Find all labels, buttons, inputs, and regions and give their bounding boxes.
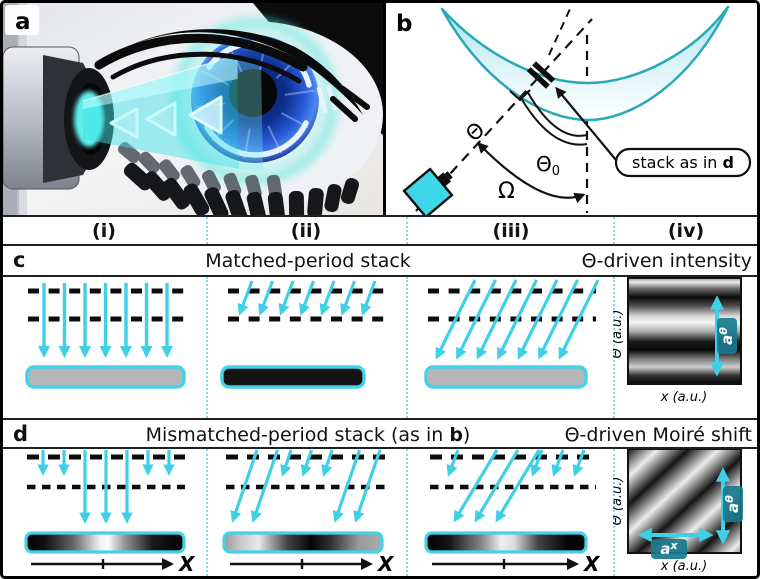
cell-d-iii: X (424, 449, 601, 576)
x-axis-label: X (582, 552, 601, 576)
x-axis (230, 558, 373, 570)
illumination-arrows (37, 450, 175, 524)
refracted-ray-dashed (548, 8, 571, 56)
grating-stack (228, 288, 384, 322)
row-c-label: c (13, 248, 26, 272)
x-axis-label: X (376, 552, 395, 576)
lower-lashes (123, 162, 360, 225)
illumination-arrows (37, 283, 174, 359)
cell-d-i: X (24, 450, 196, 576)
column-header-iv: (iv) (667, 220, 705, 242)
cell-d-iv: ax aθ Θ (a.u.) x (a.u.) (613, 449, 743, 574)
column-separator (613, 277, 615, 418)
column-separator (206, 449, 208, 576)
grating-stack (28, 288, 184, 322)
callout-text: stack as in d (632, 153, 734, 172)
panel-a: a (2, 3, 383, 225)
pupil (229, 69, 277, 117)
eye-render: a (2, 3, 383, 225)
column-separator (613, 217, 615, 244)
x-axis (31, 558, 174, 570)
illumination-arrows (237, 280, 377, 316)
column-header-ii: (ii) (290, 220, 322, 242)
theta-label: Θ (461, 117, 489, 146)
cell-c-i (25, 283, 186, 389)
column-separator (406, 217, 408, 244)
sample-moire-fringe (222, 531, 384, 554)
x-axis (432, 558, 579, 570)
svg-text:aθ: aθ (717, 327, 736, 345)
cornea-crescent (440, 5, 730, 122)
geometry-schematic: Θ Θ0 Ω stack as in d b (396, 5, 752, 219)
x-axis-label: X (177, 552, 196, 576)
illumination-arrows (446, 449, 586, 523)
svg-text:ax: ax (660, 539, 678, 558)
column-separator (206, 277, 208, 418)
theta-period-badge: aθ (723, 486, 743, 522)
row-c-result-title: Θ-driven intensity (581, 250, 752, 272)
row-d-title-band: d Mismatched-period stack (as in b) Θ-dr… (3, 418, 757, 449)
upper-lashes (94, 29, 370, 122)
cell-c-iv: aθ Θ (a.u.) x (a.u.) (613, 277, 742, 405)
theta0-label: Θ0 (536, 152, 560, 179)
panel-b-label: b (396, 11, 412, 37)
sample-uniform-gray (424, 365, 588, 389)
cell-c-ii (220, 280, 384, 389)
column-header-iii: (iii) (492, 220, 530, 242)
row-c-title: Matched-period stack (205, 250, 411, 272)
sample-dark (220, 365, 366, 389)
column-separator (613, 449, 615, 576)
laser-device (2, 46, 114, 190)
panel-b: Θ Θ0 Ω stack as in d b (386, 3, 757, 219)
stack-callout: stack as in d (555, 86, 752, 178)
callout-arrow (555, 86, 617, 161)
theta-period-badge: aθ (717, 318, 737, 354)
sample-moire-fringe (424, 531, 588, 554)
sample-moire-fringe (24, 531, 186, 554)
row-c-content: aθ Θ (a.u.) x (a.u.) (3, 277, 757, 418)
stack-bars (526, 61, 556, 89)
row-d-content: X (3, 449, 757, 576)
illumination-arrows (435, 279, 600, 360)
omega-label: Ω (498, 179, 515, 204)
row-d-label: d (13, 422, 29, 446)
illumination-arrows (230, 449, 382, 523)
sample-uniform-gray (25, 365, 186, 389)
panel-a-label: a (15, 9, 31, 35)
row-d-title: Mismatched-period stack (as in b) (145, 424, 471, 446)
beam-arrow-icon (109, 95, 223, 139)
column-header-band: (i) (ii) (iii) (iv) (3, 215, 757, 246)
column-separator (406, 277, 408, 418)
x-period-badge: ax (651, 539, 687, 559)
probe-device (402, 167, 454, 219)
map-xlabel: x (a.u.) (660, 390, 707, 405)
panel-a-label-tab: a (5, 5, 39, 35)
map-ylabel: Θ (a.u.) (613, 477, 625, 526)
row-c-title-band: c Matched-period stack Θ-driven intensit… (3, 246, 757, 277)
right-angle-mark (509, 89, 531, 102)
svg-text:aθ: aθ (723, 495, 742, 513)
omega-arc (477, 142, 586, 204)
mismatched-grating-stack (226, 454, 386, 490)
column-separator (406, 449, 408, 576)
beam (74, 54, 263, 171)
cell-d-ii: X (222, 449, 395, 576)
column-header-i: (i) (92, 220, 116, 242)
row-d-result-title: Θ-driven Moiré shift (564, 424, 752, 446)
mismatched-grating-stack (430, 454, 596, 490)
column-separator (206, 217, 208, 244)
cell-c-iii (424, 279, 600, 389)
map-ylabel: Θ (a.u.) (613, 310, 625, 359)
panel-divider (383, 3, 386, 215)
map-xlabel: x (a.u.) (660, 559, 707, 574)
